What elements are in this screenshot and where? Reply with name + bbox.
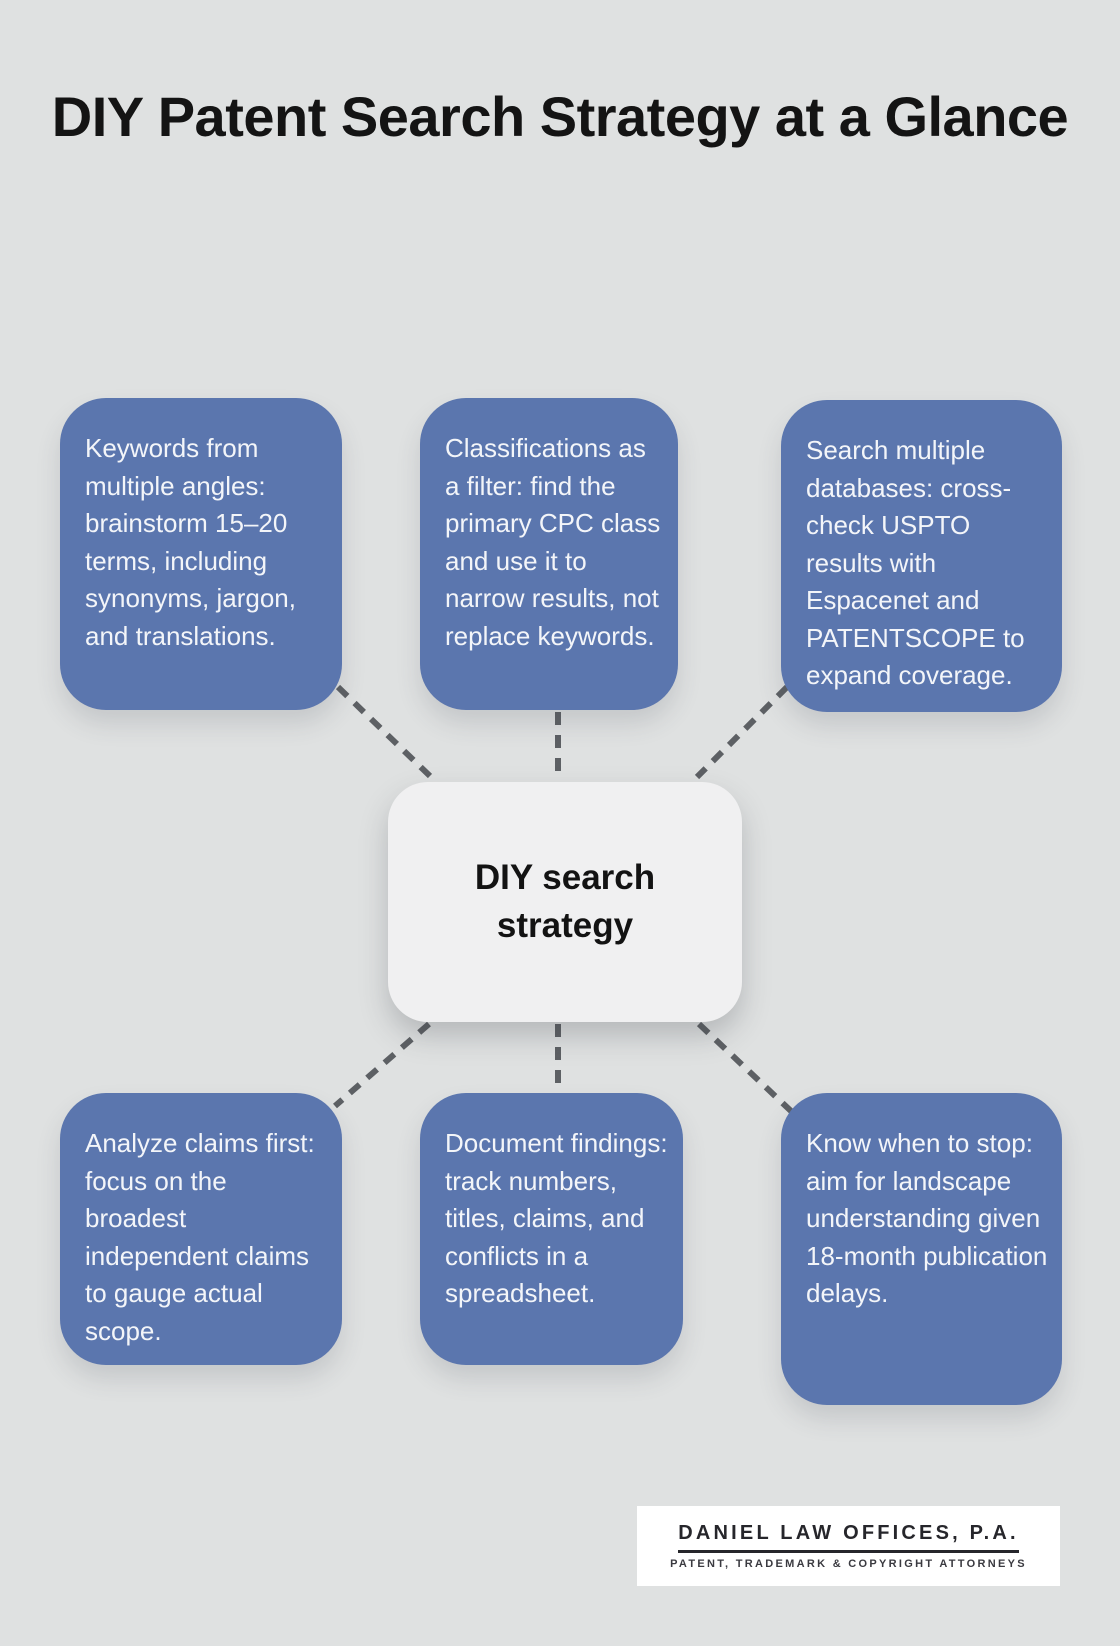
connector-bottom-right [696, 1021, 795, 1115]
node-databases: Search multiple databases: cross-check U… [781, 400, 1062, 712]
connector-top-left [335, 684, 434, 780]
node-stop: Know when to stop: aim for landscape und… [781, 1093, 1062, 1405]
node-classifications: Classifications as a filter: find the pr… [420, 398, 678, 710]
connector-top-right [694, 684, 790, 780]
center-node: DIY search strategy [388, 782, 742, 1022]
logo-tagline: PATENT, TRADEMARK & COPYRIGHT ATTORNEYS [670, 1558, 1027, 1570]
law-firm-logo: DANIEL LAW OFFICES, P.A. PATENT, TRADEMA… [637, 1506, 1060, 1586]
page-title: DIY Patent Search Strategy at a Glance [51, 85, 1069, 148]
logo-name: DANIEL LAW OFFICES, P.A. [678, 1522, 1019, 1553]
node-document: Document findings: track numbers, titles… [420, 1093, 683, 1365]
node-keywords: Keywords from multiple angles: brainstor… [60, 398, 342, 710]
connector-bottom-left [333, 1021, 431, 1109]
node-claims: Analyze claims first: focus on the broad… [60, 1093, 342, 1365]
